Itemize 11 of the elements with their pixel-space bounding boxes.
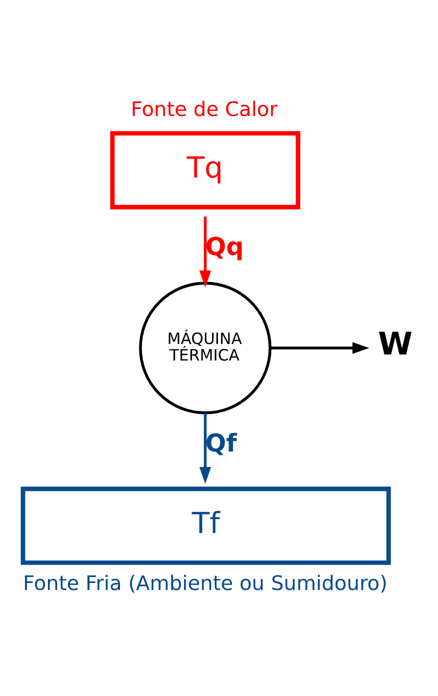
node-text: W	[378, 326, 412, 363]
node-label: Fonte de Calor	[130, 96, 277, 121]
node-label: Fonte Fria (Ambiente ou Sumidouro)	[22, 570, 387, 595]
edge-label: Qq	[204, 232, 244, 261]
node-circle: MÁQUINA TÉRMICA	[138, 282, 271, 414]
edge-label: Qf	[204, 428, 236, 458]
node-box: Tq	[110, 131, 300, 210]
arrow	[198, 413, 211, 484]
node-box: Tf	[20, 486, 390, 565]
arrow	[270, 342, 369, 354]
arrow	[198, 216, 211, 288]
